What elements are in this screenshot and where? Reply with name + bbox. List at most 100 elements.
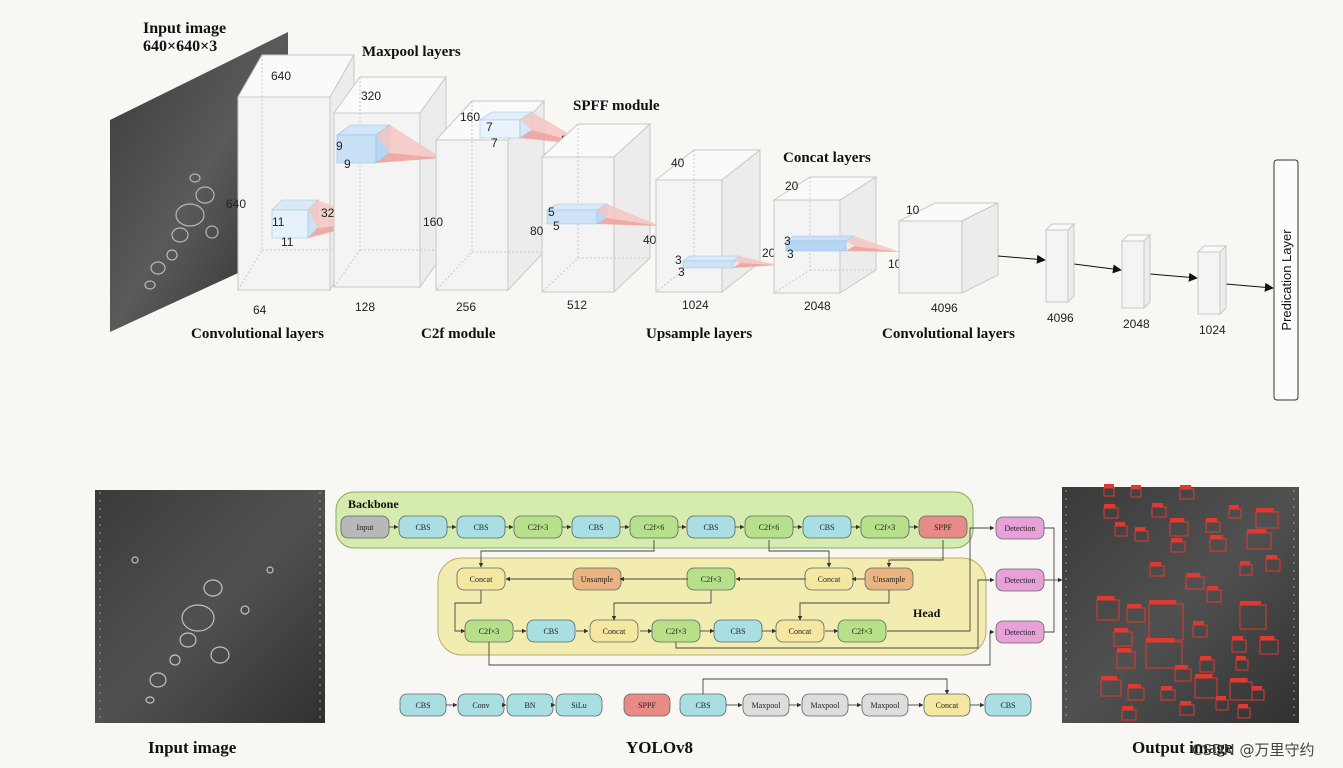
upsample-block-5 — [654, 148, 762, 294]
head1-node-3-concat-label: Concat — [818, 575, 841, 584]
detection-box-tag — [1180, 701, 1192, 705]
cnn-layer-diagram: Input image 640×640×3 640 640 64 11 11 3… — [110, 20, 1299, 401]
fc-size-3: 1024 — [1199, 323, 1226, 337]
legend-sppf-node-0-sppf: SPPF — [623, 693, 671, 717]
detection-node-0: Detection — [995, 516, 1045, 540]
detection-box-tag — [1149, 600, 1177, 604]
head2-node-1-cbs: CBS — [526, 619, 576, 643]
legend-sppf-node-6-cbs-box — [984, 693, 1032, 717]
block6-depth-label: 2048 — [804, 299, 831, 313]
detection-box-tag — [1104, 484, 1114, 488]
head2-node-1-cbs-box — [526, 619, 576, 643]
block6-kernel — [784, 235, 900, 252]
backbone-node-3-c2f-3: C2f×3 — [513, 515, 563, 539]
detection-box-tag — [1252, 686, 1262, 690]
head2-node-0-c2f-3-label: C2f×3 — [479, 627, 500, 636]
maxpool-block-2 — [333, 75, 447, 289]
block2-height-label: 320 — [361, 89, 381, 103]
backbone-node-5-c2f-6-label: C2f×6 — [644, 523, 665, 532]
detection-box-tag — [1186, 573, 1201, 577]
detection-box-tag — [1240, 601, 1261, 605]
block6-kernel-b: 3 — [787, 247, 794, 261]
input-image-size: 640×640×3 — [143, 38, 217, 55]
head2-node-6-c2f-3: C2f×3 — [837, 619, 887, 643]
conv-block-7 — [898, 202, 999, 294]
block2-kernel-b: 9 — [344, 157, 351, 171]
head1-node-0-concat: Concat — [456, 567, 506, 591]
legend-sppf-node-5-concat-label: Concat — [936, 701, 959, 710]
detection-node-1: Detection — [995, 568, 1045, 592]
block5-kernel-b: 3 — [678, 265, 685, 279]
backbone-node-2-cbs: CBS — [456, 515, 506, 539]
block3-kernel-a: 7 — [486, 120, 493, 134]
head2-node-3-c2f-3: C2f×3 — [651, 619, 701, 643]
backbone-node-4-cbs-label: CBS — [588, 523, 603, 532]
detection-box-tag — [1128, 684, 1141, 688]
backbone-node-10-sppf: SPPF — [918, 515, 968, 539]
block1-kernel-a: 11 — [272, 215, 285, 229]
block6-kernel-a: 3 — [784, 234, 791, 248]
backbone-node-1-cbs-label: CBS — [415, 523, 430, 532]
c2f-module-label: C2f module — [421, 326, 496, 342]
detection-box-tag — [1122, 706, 1134, 710]
head1-node-1-unsample: Unsample — [572, 567, 622, 591]
block3-kernel-b: 7 — [491, 136, 498, 150]
detection-box-tag — [1229, 505, 1239, 509]
head2-node-2-concat: Concat — [589, 619, 639, 643]
pipeline-connections — [454, 525, 1063, 666]
detection-box-tag — [1260, 636, 1275, 640]
head2-node-5-concat-label: Concat — [789, 627, 812, 636]
block4-kernel-a: 5 — [548, 205, 555, 219]
fc-connectors — [997, 254, 1274, 292]
convolutional-layers-label-2: Convolutional layers — [882, 326, 1015, 342]
detection-box-tag — [1104, 504, 1116, 508]
backbone-node-9-c2f-3-label: C2f×3 — [875, 523, 896, 532]
backbone-node-7-c2f-6: C2f×6 — [744, 515, 794, 539]
block2-depth-label: 128 — [355, 300, 375, 314]
detection-box-tag — [1195, 674, 1213, 678]
block3-depth-label: 256 — [456, 300, 476, 314]
fc-column-1 — [1044, 222, 1076, 304]
head1-node-1-unsample-label: Unsample — [581, 575, 614, 584]
block2-kernel-a: 9 — [336, 139, 343, 153]
legend-cbs-node-0-cbs-label: CBS — [415, 701, 430, 710]
legend-cbs-node-3-silu: SiLu — [555, 693, 603, 717]
block6-output-size: 10 — [888, 257, 902, 271]
legend-sppf-node-0-sppf-box — [623, 693, 671, 717]
backbone-title: Backbone — [348, 497, 399, 511]
legend-cbs-node-2-bn: BN — [506, 693, 554, 717]
detection-box-tag — [1135, 527, 1146, 531]
detection-box-tag — [1216, 696, 1226, 700]
detection-node-2-label: Detection — [1004, 628, 1035, 637]
spff-block-4 — [540, 122, 652, 294]
detection-box-tag — [1097, 596, 1115, 600]
detection-box-tag — [1161, 686, 1173, 690]
legend-sppf-node-2-maxpool-label: Maxpool — [752, 701, 782, 710]
legend-cbs-node-0-cbs: CBS — [399, 693, 447, 717]
block1-depth-label: 64 — [253, 303, 267, 317]
detection-box-tag — [1236, 656, 1246, 660]
legend-cbs-node-2-bn-label: BN — [524, 701, 535, 710]
backbone-node-0-input: Input — [340, 515, 390, 539]
legend-sppf-node-0-sppf-label: SPPF — [638, 701, 656, 710]
legend-sppf-node-2-maxpool: Maxpool — [742, 693, 790, 717]
detection-node-1-box — [995, 568, 1045, 592]
legend-cbs-node-3-silu-box — [555, 693, 603, 717]
fc-column-3 — [1196, 244, 1228, 316]
detection-box-tag — [1210, 535, 1223, 539]
legend-cbs-node-1-conv: Conv — [457, 693, 505, 717]
detection-box-tag — [1232, 636, 1244, 640]
output-image-caption: Output image — [1132, 738, 1233, 757]
detection-box-tag — [1206, 518, 1218, 522]
backbone-node-6-cbs-label: CBS — [703, 523, 718, 532]
detection-box-tag — [1152, 503, 1164, 507]
backbone-node-6-cbs: CBS — [686, 515, 736, 539]
legend-sppf-node-1-cbs-label: CBS — [695, 701, 710, 710]
legend-cbs-node-3-silu-label: SiLu — [571, 701, 587, 710]
detection-box-tag — [1117, 648, 1132, 652]
detection-box-tag — [1146, 638, 1175, 642]
backbone-node-10-sppf-box — [918, 515, 968, 539]
